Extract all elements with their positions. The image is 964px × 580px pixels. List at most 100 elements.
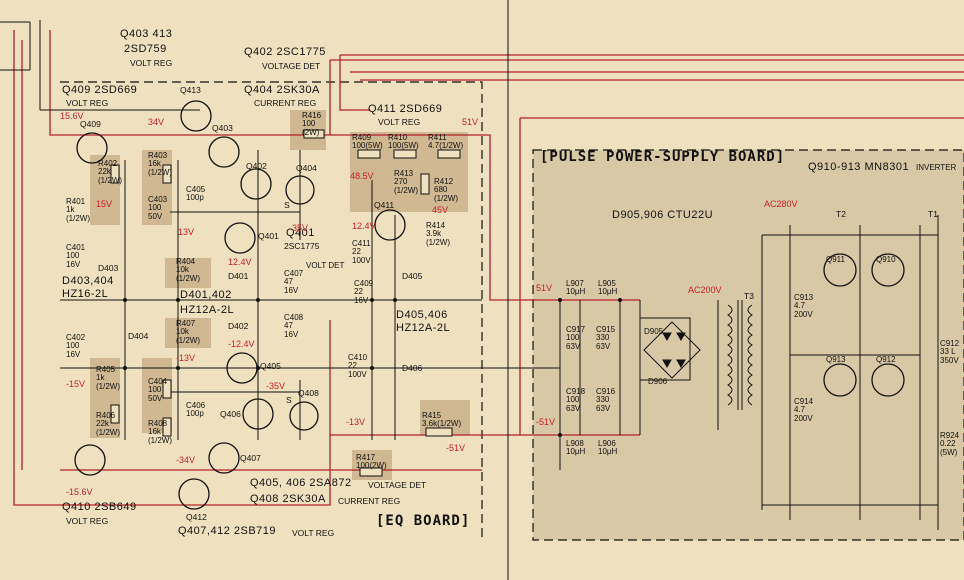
q910-header: Q910-913 MN8301 (808, 161, 910, 173)
voltage-13: 13V (178, 227, 195, 237)
q409-ref: Q409 (80, 119, 101, 129)
junction-dots (123, 298, 622, 437)
r402-label: R402 22k (1/2W) (98, 159, 122, 185)
l907-label: L907 10μH (566, 279, 586, 297)
r406-label: R406 22k (1/2W) (96, 411, 120, 437)
c913-label: C913 4.7 200V (794, 293, 814, 319)
q408-ref: Q408 (298, 388, 319, 398)
q407-line: Q407,412 2SB719 (178, 525, 277, 537)
q401-role: VOLT DET (306, 261, 345, 270)
q408-source: S (286, 395, 292, 405)
c405-label: C405 100p (186, 185, 206, 203)
d403-ref: D403 (98, 263, 119, 273)
c916-label: C916 330 63V (596, 387, 616, 413)
c915-label: C915 330 63V (596, 325, 616, 351)
safety-highlights (90, 110, 470, 480)
q406-ref: Q406 (220, 409, 241, 419)
c401-label: C401 100 16V (66, 243, 86, 269)
d404-ref: D404 (128, 331, 149, 341)
q404-header: Q404 2SK30A (244, 84, 320, 96)
pulse-board-title: [PULSE POWER-SUPPLY BOARD] (540, 149, 786, 165)
l905-label: L905 10μH (598, 279, 618, 297)
r405-label: R405 1k (1/2W) (96, 365, 120, 391)
q910-role: INVERTER (916, 163, 957, 172)
q409-role: VOLT REG (66, 98, 109, 108)
r415-label: R415 3.6k(1/2W) (422, 411, 462, 429)
q408-role: CURRENT REG (338, 496, 401, 506)
q413-ref: Q413 (180, 85, 201, 95)
q404-source: S (284, 200, 290, 210)
c917-label: C917 100 63V (566, 325, 586, 351)
d905-header: D905,906 CTU22U (612, 209, 714, 221)
voltage-45: 45V (432, 205, 449, 215)
voltage-ac280: AC280V (764, 199, 798, 209)
pulse-board-area (533, 150, 964, 540)
q401-ref: Q401 (258, 231, 279, 241)
voltage-12-4b: 12.4V (352, 221, 376, 231)
t2-ref: T2 (836, 209, 846, 219)
r404-label: R404 10k (1/2W) (176, 257, 200, 283)
l906-label: L906 10μH (598, 439, 618, 457)
q912-ref: Q912 (876, 355, 896, 364)
voltage-12-4: 12.4V (228, 257, 252, 267)
q401-part: 2SC1775 (284, 241, 320, 251)
q401-name: Q401 (286, 227, 315, 239)
q411-role: VOLT REG (378, 117, 421, 127)
c404-label: C404 100 50V (148, 377, 168, 403)
transistor-symbols (74, 100, 905, 510)
q410-role: VOLT REG (66, 516, 109, 526)
q408-line: Q408 2SK30A (250, 493, 326, 505)
r413-label: R413 270 (1/2W) (394, 169, 418, 195)
voltage-51-top: 51V (462, 117, 479, 127)
voltage-51-pulse: 51V (536, 283, 553, 293)
voltage-15: 15V (96, 199, 113, 209)
c402-label: C402 100 16V (66, 333, 86, 359)
r412-label: R412 680 (1/2W) (434, 177, 458, 203)
r416-label: R416 100 (2W) (302, 111, 322, 137)
eq-board-title: [EQ BOARD] (376, 513, 471, 529)
voltage-34: 34V (148, 117, 165, 127)
t3-ref: T3 (744, 291, 754, 301)
r410-label: R410 100(5W) (388, 133, 419, 151)
q405-role: VOLTAGE DET (368, 480, 427, 490)
resistor-symbols (110, 129, 461, 477)
c914-label: C914 4.7 200V (794, 397, 814, 423)
q403-header: Q403 413 (120, 28, 173, 40)
d403-group: D403,404 (62, 275, 114, 287)
d405-group: D405,406 (396, 309, 448, 321)
q403-role: VOLT REG (130, 58, 173, 68)
q910-ref: Q910 (876, 255, 896, 264)
d401-group: D401,402 (180, 289, 232, 301)
q405-line: Q405, 406 2SA872 (250, 477, 352, 489)
c912-label: C912 33 L 350V (940, 339, 960, 365)
voltage-48-5: 48.5V (350, 171, 374, 181)
d405-part: HZ12A-2L (396, 322, 451, 334)
q402-ref: Q402 (246, 161, 267, 171)
voltage-35: 35V (292, 223, 309, 233)
voltage-minus-51-pulse: -51V (536, 417, 556, 427)
c410-label: C410 22 100V (348, 353, 368, 379)
t1-ref: T1 (928, 209, 938, 219)
d402-ref: D402 (228, 321, 249, 331)
d401-part: HZ12A-2L (180, 304, 235, 316)
voltage-minus-12-4: -12.4V (228, 339, 255, 349)
voltage-minus-13b: -13V (346, 417, 366, 427)
q407-role: VOLT REG (292, 528, 335, 538)
voltage-minus-35: -35V (266, 381, 286, 391)
q404-role: CURRENT REG (254, 98, 317, 108)
r407-label: R407 10k (1/2W) (176, 319, 200, 345)
c411-label: C411 22 100V (352, 239, 371, 265)
d906-ref: D906 (648, 377, 668, 386)
voltage-minus-15-6: -15.6V (66, 487, 93, 497)
d406-ref: D406 (402, 363, 423, 373)
eq-board-border (60, 81, 483, 540)
r403-label: R403 16k (1/2W) (148, 151, 172, 177)
d401-ref: D401 (228, 271, 249, 281)
q411-ref: Q411 (374, 200, 395, 210)
q404-ref: Q404 (296, 163, 317, 173)
q410-header: Q410 2SB649 (62, 501, 137, 513)
r401-label: R401 1k (1/2W) (66, 197, 90, 223)
t3-coils (727, 300, 753, 410)
